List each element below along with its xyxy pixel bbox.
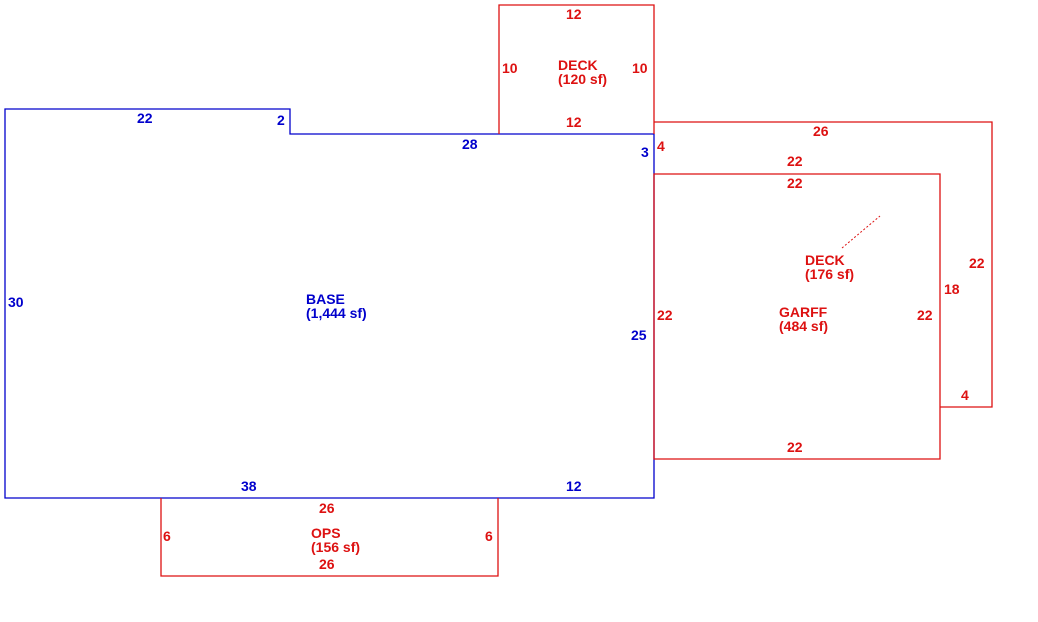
base-area: (1,444 sf) — [306, 305, 367, 321]
dim-deck-top-right: 10 — [632, 60, 648, 76]
dim-base-top-mid: 28 — [462, 136, 478, 152]
dim-deck-top-bottom: 12 — [566, 114, 582, 130]
dim-ops-top: 26 — [319, 500, 335, 516]
dim-garage-bottom: 22 — [787, 439, 803, 455]
ops-area: (156 sf) — [311, 539, 360, 555]
ops-outline — [160, 498, 499, 577]
deck-right-outline — [654, 121, 993, 408]
base-name: BASE — [306, 291, 345, 307]
dim-deck-right-right: 22 — [969, 255, 985, 271]
dim-deck-right-step: 4 — [961, 387, 969, 403]
dim-deck-right-inner: 18 — [944, 281, 960, 297]
deck-right-area: (176 sf) — [805, 266, 854, 282]
dim-base-bottom-left: 38 — [241, 478, 257, 494]
dim-garage-left: 22 — [657, 307, 673, 323]
dim-ops-left: 6 — [163, 528, 171, 544]
dim-base-left: 30 — [8, 294, 24, 310]
garage-area: (484 sf) — [779, 318, 828, 334]
garage-outline — [653, 173, 941, 460]
dim-deck-top-top: 12 — [566, 6, 582, 22]
dim-base-step: 2 — [277, 112, 285, 128]
ops-name: OPS — [311, 525, 341, 541]
dim-base-right: 25 — [631, 327, 647, 343]
dim-base-right-upper: 3 — [641, 144, 649, 160]
dim-base-top-left: 22 — [137, 110, 153, 126]
dim-ops-bottom: 26 — [319, 556, 335, 572]
dim-ops-right: 6 — [485, 528, 493, 544]
deck-leader-line — [841, 215, 881, 249]
deck-top-area: (120 sf) — [558, 71, 607, 87]
dim-deck-right-left-step: 4 — [657, 138, 665, 154]
dim-deck-top-left: 10 — [502, 60, 518, 76]
dim-garage-top: 22 — [787, 175, 803, 191]
dim-deck-right-top: 26 — [813, 123, 829, 139]
deck-right-name: DECK — [805, 252, 845, 268]
deck-top-name: DECK — [558, 57, 598, 73]
deck-top-outline — [498, 4, 655, 134]
garage-name: GARFF — [779, 304, 828, 320]
dim-base-bottom-right: 12 — [566, 478, 582, 494]
dim-garage-right: 22 — [917, 307, 933, 323]
dim-garage-top-outer: 22 — [787, 153, 803, 169]
